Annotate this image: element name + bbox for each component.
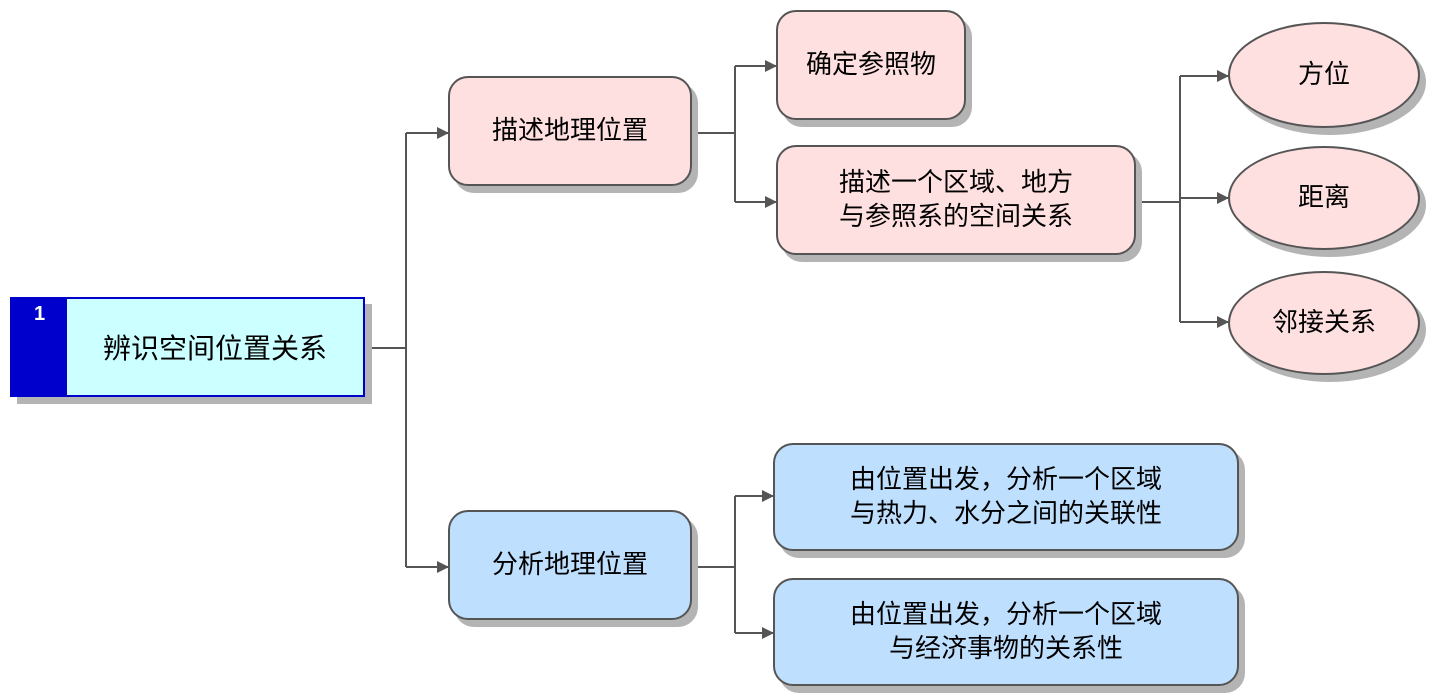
node-spatial-relation-label: 描述一个区域、地方 与参照系的空间关系	[838, 168, 1073, 232]
node-analyze-location: 分析地理位置	[448, 510, 692, 620]
node-heat-water-relation-label: 由位置出发，分析一个区域 与热力、水分之间的关联性	[849, 465, 1162, 529]
node-adjacency-label: 邻接关系	[1271, 308, 1376, 338]
node-analyze-location-label: 分析地理位置	[491, 550, 648, 580]
node-determine-reference-label: 确定参照物	[805, 50, 936, 80]
node-direction-label: 方位	[1297, 60, 1350, 90]
node-economy-relation: 由位置出发，分析一个区域 与经济事物的关系性	[773, 578, 1239, 686]
root-node: 1 辨识空间位置关系	[10, 297, 365, 397]
node-spatial-relation: 描述一个区域、地方 与参照系的空间关系	[776, 145, 1136, 255]
node-describe-location: 描述地理位置	[448, 76, 692, 186]
node-direction: 方位	[1228, 22, 1420, 128]
node-economy-relation-label: 由位置出发，分析一个区域 与经济事物的关系性	[849, 600, 1162, 664]
root-label: 辨识空间位置关系	[102, 332, 327, 365]
node-adjacency: 邻接关系	[1228, 271, 1420, 375]
root-number-badge: 1	[12, 299, 67, 395]
node-distance-label: 距离	[1297, 183, 1350, 213]
node-heat-water-relation: 由位置出发，分析一个区域 与热力、水分之间的关联性	[773, 443, 1239, 551]
node-distance: 距离	[1228, 146, 1420, 250]
node-describe-location-label: 描述地理位置	[491, 116, 648, 146]
node-determine-reference: 确定参照物	[776, 10, 966, 120]
